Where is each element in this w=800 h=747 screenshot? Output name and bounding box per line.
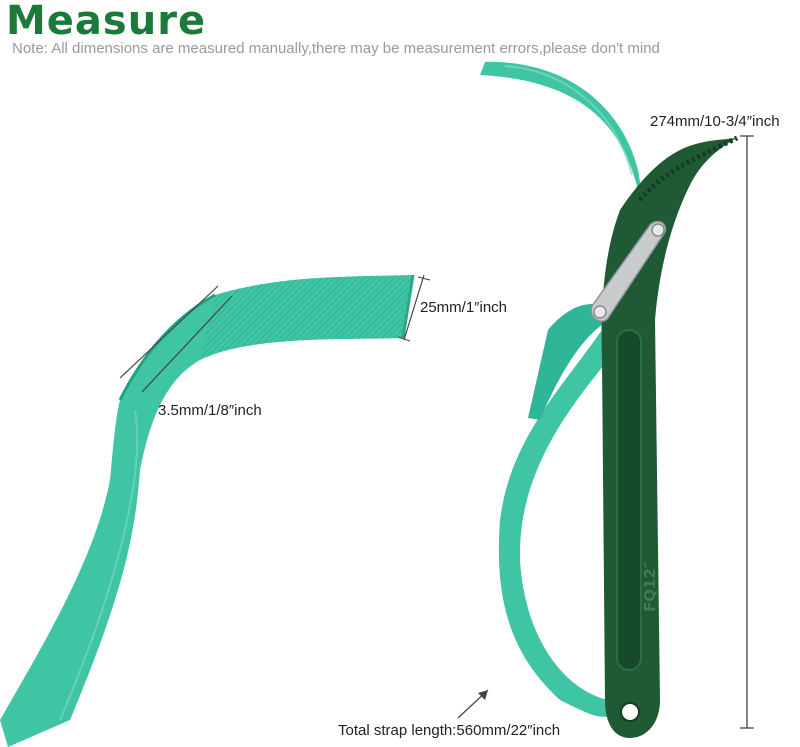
strap-sample — [0, 274, 415, 747]
handle-marking: FQ12″ — [641, 561, 659, 612]
strap-thickness-dimension — [119, 285, 233, 393]
wrench-strap-loop — [480, 61, 643, 717]
strap-thickness-label: 3.5mm/1/8″inch — [158, 402, 262, 419]
steel-link — [590, 220, 667, 322]
wrench-handle: FQ12″ — [601, 135, 739, 738]
tool-length-label: 274mm/10-3/4″inch — [650, 113, 780, 130]
total-strap-length-label: Total strap length:560mm/22″inch — [338, 722, 561, 739]
tool-length-dimension — [740, 135, 754, 729]
strap-width-dimension — [397, 274, 431, 342]
strap-length-pointer — [457, 689, 489, 719]
strap-width-label: 25mm/1″inch — [420, 299, 508, 316]
measurement-note: Note: All dimensions are measured manual… — [12, 40, 660, 57]
page-title: Measure — [6, 0, 207, 44]
